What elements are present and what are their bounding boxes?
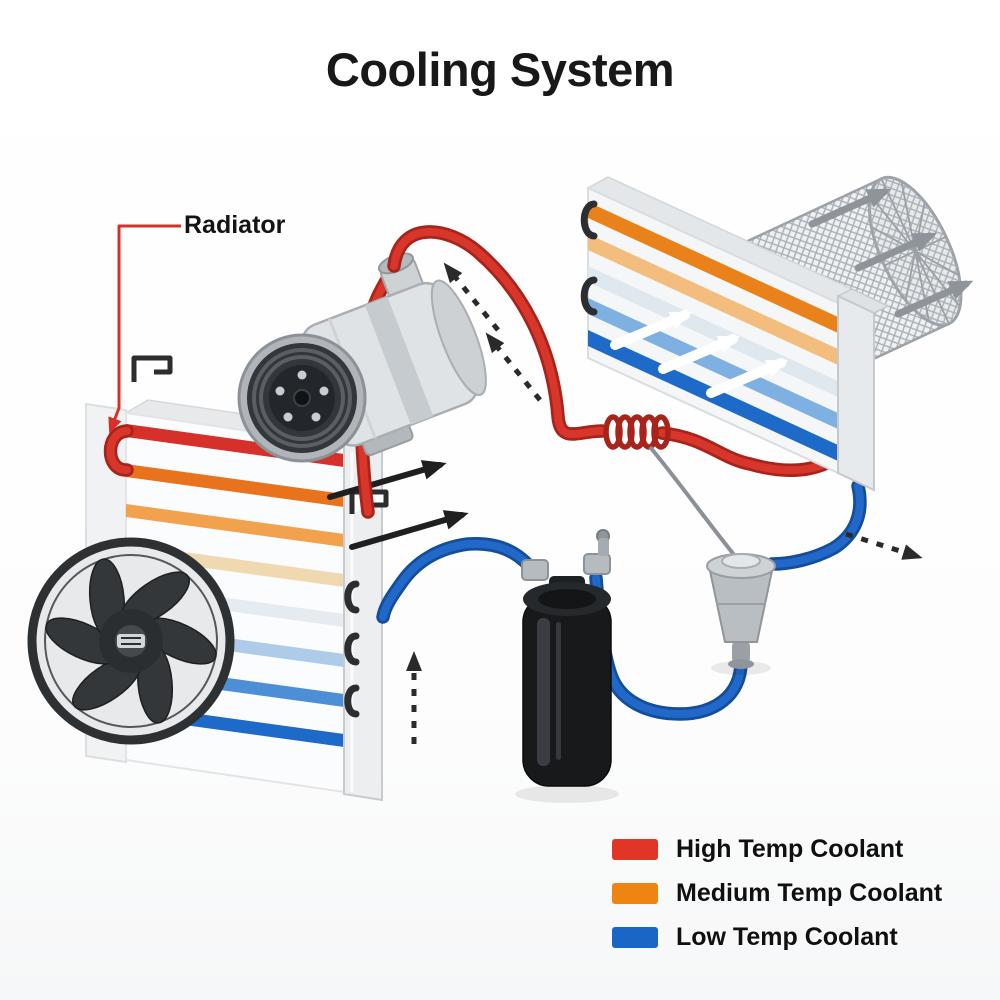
drier-inlet-port: [521, 559, 549, 581]
radiator-label-leader: [108, 224, 181, 434]
legend-label-medium-temp: Medium Temp Coolant: [676, 879, 943, 907]
radiator-airflow-arrows: [327, 460, 469, 550]
low-temp-pipe-evaporator: [772, 486, 860, 564]
clamp-icon: [344, 580, 360, 614]
high-temp-swatch: [612, 839, 658, 860]
legend-label-high-temp: High Temp Coolant: [676, 835, 904, 863]
legend-item-low-temp: Low Temp Coolant: [612, 923, 942, 952]
evaporator-airflow-arrows: [610, 310, 789, 398]
clamp-icon: [580, 200, 598, 240]
fan-blades: [45, 558, 217, 724]
expansion-valve: [706, 553, 776, 675]
medium-temp-swatch: [612, 883, 658, 904]
capillary-tube: [648, 445, 737, 558]
blower-airflow-arrows: [808, 188, 974, 318]
clamp-icon: [344, 684, 360, 718]
vibration-coil: [603, 414, 671, 450]
page-title: Cooling System: [325, 43, 675, 96]
compressor: [237, 252, 487, 463]
legend: High Temp Coolant Medium Temp Coolant Lo…: [612, 835, 942, 952]
legend-label-low-temp: Low Temp Coolant: [676, 923, 898, 951]
legend-item-medium-temp: Medium Temp Coolant: [612, 879, 942, 908]
clamp-icon: [580, 276, 598, 316]
clamp-icon: [344, 632, 360, 666]
bracket-icon: [131, 355, 173, 382]
compressor-pulley: [237, 333, 367, 463]
flow-direction-arrows: [406, 262, 923, 744]
evaporator: [580, 176, 890, 492]
drier-outlet-port: [583, 553, 611, 575]
radiator-label: Radiator: [184, 211, 286, 239]
radiator-fan: [27, 537, 235, 745]
high-temp-pipe: [394, 232, 848, 558]
receiver-drier: [515, 529, 619, 803]
legend-item-high-temp: High Temp Coolant: [612, 835, 942, 864]
low-temp-swatch: [612, 927, 658, 948]
